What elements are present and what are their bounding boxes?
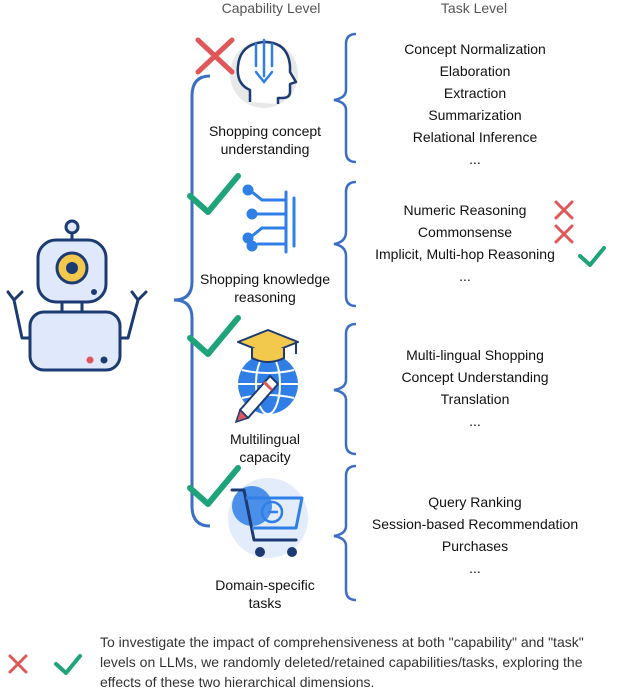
task-commonsense-cross-icon — [554, 224, 574, 244]
capability-bracket — [173, 74, 211, 528]
task-group-3: Multi-lingual Shopping Concept Understan… — [360, 344, 590, 432]
task-item: Numeric Reasoning — [403, 202, 527, 218]
globe-graduation-icon — [234, 329, 299, 424]
task-bracket-4 — [333, 464, 357, 602]
task-group-2: Numeric Reasoning Commonsense Implicit, … — [350, 199, 580, 287]
head-download-icon — [230, 38, 298, 108]
capability-3-check-icon — [187, 315, 241, 357]
capability-1-cross-icon — [195, 37, 235, 75]
task-numeric-cross-icon — [554, 200, 574, 220]
legend-cross-icon — [8, 654, 28, 674]
task-multihop-check-icon — [578, 246, 606, 267]
task-item: Elaboration — [439, 63, 511, 79]
task-level-header: Task Level — [440, 0, 508, 16]
task-group-4: Query Ranking Session-based Recommendati… — [360, 491, 590, 579]
task-item: Translation — [440, 391, 510, 407]
task-item: Commonsense — [417, 224, 513, 240]
figure-caption: To investigate the impact of comprehensi… — [100, 634, 584, 690]
task-item: Concept Understanding — [401, 369, 549, 385]
shopping-cart-icon — [228, 478, 308, 558]
legend-check-icon — [54, 654, 82, 675]
task-item: ... — [469, 151, 481, 167]
task-item: Summarization — [428, 107, 522, 123]
task-item: Relational Inference — [412, 129, 538, 145]
pen-icon — [234, 375, 279, 424]
task-item: ... — [469, 413, 481, 429]
task-item: Purchases — [441, 538, 509, 554]
capability-2-check-icon — [187, 173, 241, 215]
capability-4-check-icon — [187, 465, 241, 507]
capability-2-label: Shopping knowledge reasoning — [200, 271, 330, 305]
task-bracket-3 — [333, 322, 357, 456]
task-item: Implicit, Multi-hop Reasoning — [375, 246, 555, 262]
task-item: ... — [459, 268, 471, 284]
task-group-1: Concept Normalization Elaboration Extrac… — [360, 38, 590, 170]
capability-1-label: Shopping concept understanding — [208, 123, 322, 157]
capability-3-label: Multilingual capacity — [229, 431, 301, 465]
task-item: Query Ranking — [428, 494, 522, 510]
task-item: ... — [469, 560, 481, 576]
circuit-icon — [242, 184, 296, 254]
task-bracket-2 — [333, 180, 357, 308]
task-item: Extraction — [443, 85, 507, 101]
task-item: Multi-lingual Shopping — [406, 347, 544, 363]
capability-level-header: Capability Level — [221, 0, 321, 16]
robot-icon — [6, 219, 148, 372]
task-item: Session-based Recommendation — [371, 516, 579, 532]
task-item: Concept Normalization — [404, 41, 546, 57]
task-bracket-1 — [333, 32, 357, 164]
capability-4-label: Domain-specific tasks — [215, 577, 315, 611]
